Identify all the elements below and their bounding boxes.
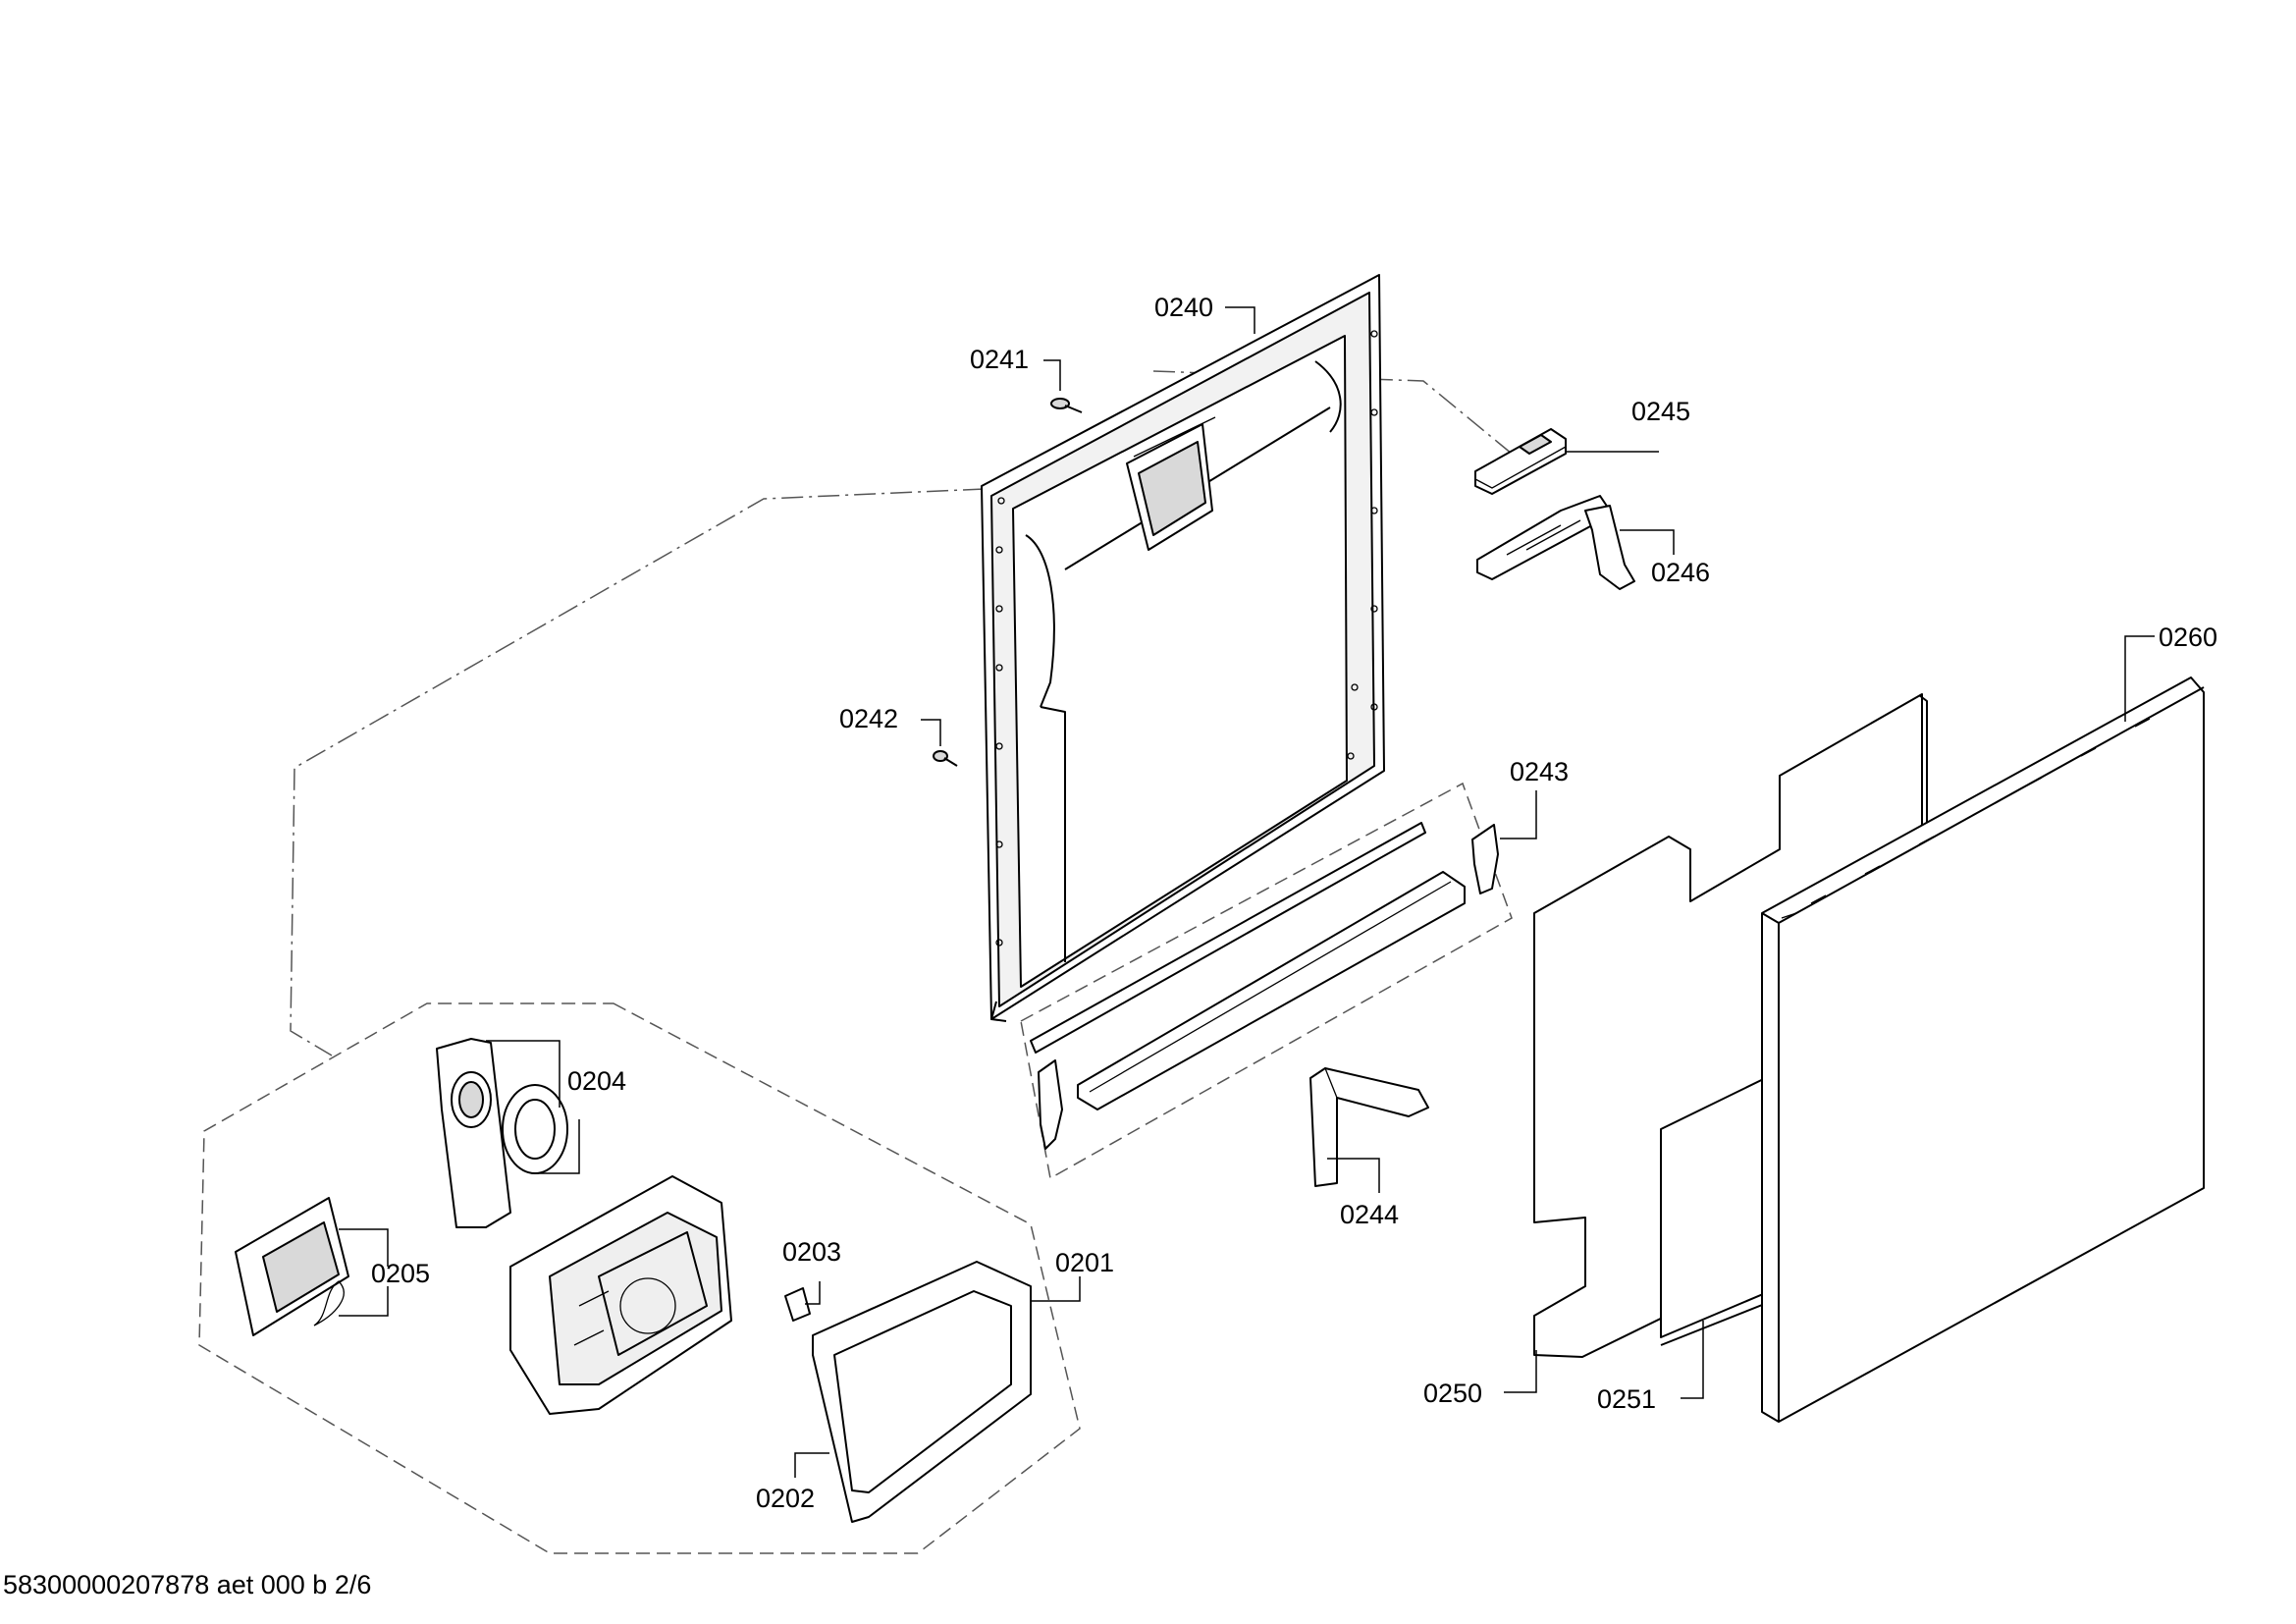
leader-lines bbox=[339, 306, 2155, 1478]
callout-0241: 0241 bbox=[970, 345, 1029, 374]
leader-0205 bbox=[339, 1228, 389, 1317]
screw-0241 bbox=[1050, 398, 1083, 413]
door-link-dashdot bbox=[290, 488, 986, 1056]
control-panel-group-outline bbox=[198, 1002, 1081, 1554]
inner-door-frame bbox=[981, 274, 1385, 1022]
callout-0243: 0243 bbox=[1510, 757, 1569, 786]
callout-0204: 0204 bbox=[567, 1066, 626, 1096]
leader-0202 bbox=[794, 1452, 829, 1478]
callout-0251: 0251 bbox=[1597, 1384, 1656, 1414]
callout-0202: 0202 bbox=[756, 1484, 815, 1513]
callout-0203: 0203 bbox=[782, 1237, 841, 1267]
callout-0244: 0244 bbox=[1340, 1200, 1399, 1229]
leader-0242 bbox=[921, 719, 941, 746]
clip-0203 bbox=[784, 1287, 811, 1322]
callout-0260: 0260 bbox=[2159, 623, 2217, 652]
callout-0245: 0245 bbox=[1631, 397, 1690, 426]
leader-0251 bbox=[1681, 1321, 1704, 1399]
screw-0242 bbox=[933, 750, 958, 767]
leader-0241 bbox=[1043, 359, 1061, 391]
display-module-0205 bbox=[235, 1197, 349, 1336]
hinge-rails-0243 bbox=[1030, 822, 1499, 1150]
callout-labels: 0240 0241 0245 0246 0260 0242 0243 0204 … bbox=[371, 293, 2217, 1513]
callout-0240: 0240 bbox=[1154, 293, 1213, 322]
leader-0244 bbox=[1327, 1158, 1380, 1193]
hinge-top-0245 bbox=[1474, 428, 1567, 495]
leader-0204 bbox=[486, 1040, 580, 1174]
callout-0250: 0250 bbox=[1423, 1379, 1482, 1408]
leader-0260 bbox=[2124, 635, 2155, 722]
callout-0242: 0242 bbox=[839, 704, 898, 733]
frame-0202 bbox=[812, 1261, 1032, 1523]
leader-0201 bbox=[1031, 1276, 1081, 1302]
hinge-lever-0246 bbox=[1476, 495, 1635, 590]
leader-0250 bbox=[1504, 1350, 1537, 1393]
control-housing bbox=[509, 1175, 732, 1415]
outer-door-panel-0260 bbox=[1761, 677, 2205, 1423]
leader-0203 bbox=[805, 1281, 821, 1305]
callout-0201: 0201 bbox=[1055, 1248, 1114, 1277]
bracket-0244 bbox=[1309, 1067, 1429, 1187]
leader-0243 bbox=[1500, 790, 1537, 839]
leader-0240 bbox=[1225, 306, 1255, 334]
leader-0246 bbox=[1620, 529, 1675, 555]
callout-0246: 0246 bbox=[1651, 558, 1710, 587]
callout-0205: 0205 bbox=[371, 1259, 430, 1288]
document-id: 58300000207878 aet 000 b 2/6 bbox=[3, 1570, 371, 1599]
control-part-0204 bbox=[436, 1038, 568, 1228]
